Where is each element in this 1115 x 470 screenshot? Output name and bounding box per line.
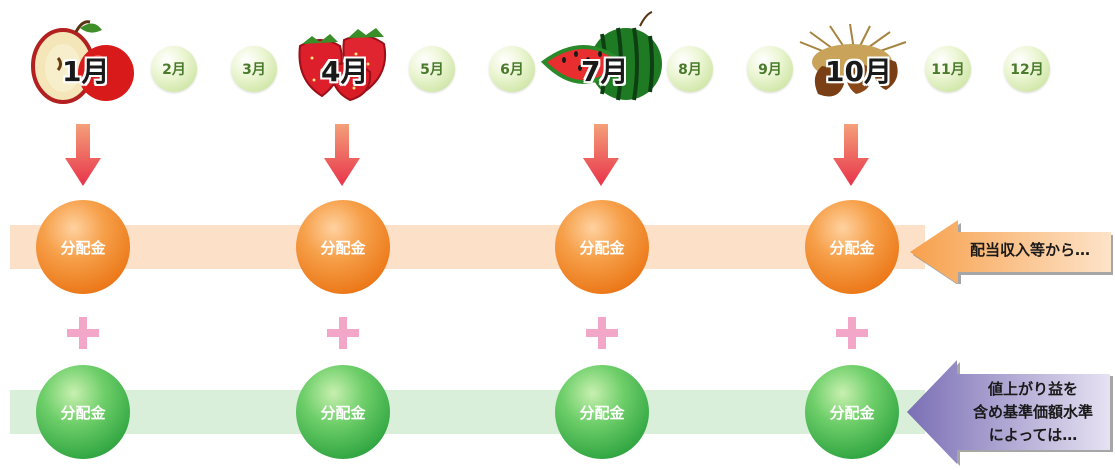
month-label-4: 4月 [321, 55, 369, 88]
watermelon-icon [540, 11, 662, 101]
capital-gains-arrow [907, 360, 1113, 466]
capital-gains-label-line1: 値上がり益を [987, 380, 1078, 398]
down-arrow-icon [833, 124, 869, 186]
apple-icon [31, 20, 134, 104]
plus-icon [586, 317, 618, 349]
plus-icon [327, 317, 359, 349]
dividend-band [10, 225, 925, 269]
down-arrow-icon [65, 124, 101, 186]
chestnut-icon [799, 23, 907, 97]
capital-gains-band [10, 390, 925, 434]
distribution-orange-4: 分配金 [296, 200, 390, 294]
plus-icon [67, 317, 99, 349]
month-label-7: 7月 [581, 55, 629, 88]
month-label-1: 1月 [62, 55, 110, 88]
capital-gains-label-line2: 含め基準価額水準 [972, 403, 1093, 421]
distribution-orange-1: 分配金 [36, 200, 130, 294]
month-label-8: 8月 [667, 46, 713, 92]
capital-gains-label-line3: によっては… [988, 426, 1078, 444]
distribution-green-1: 分配金 [36, 365, 130, 459]
distribution-green-7: 分配金 [555, 365, 649, 459]
distribution-green-10: 分配金 [805, 365, 899, 459]
down-arrow-icon [324, 124, 360, 186]
month-label-5: 5月 [409, 46, 455, 92]
month-label-9: 9月 [747, 46, 793, 92]
month-label-11: 11月 [925, 46, 971, 92]
month-label-10: 10月 [825, 55, 892, 88]
dividend-arrow [910, 220, 1113, 284]
month-label-6: 6月 [489, 46, 535, 92]
distribution-green-4: 分配金 [296, 365, 390, 459]
distribution-orange-7: 分配金 [555, 200, 649, 294]
dividend-label: 配当収入等から… [969, 241, 1090, 259]
distribution-orange-10: 分配金 [805, 200, 899, 294]
month-label-12: 12月 [1004, 46, 1050, 92]
strawberry-icon [298, 28, 386, 102]
month-label-2: 2月 [151, 46, 197, 92]
down-arrow-icon [583, 124, 619, 186]
month-label-3: 3月 [231, 46, 277, 92]
plus-icon [836, 317, 868, 349]
